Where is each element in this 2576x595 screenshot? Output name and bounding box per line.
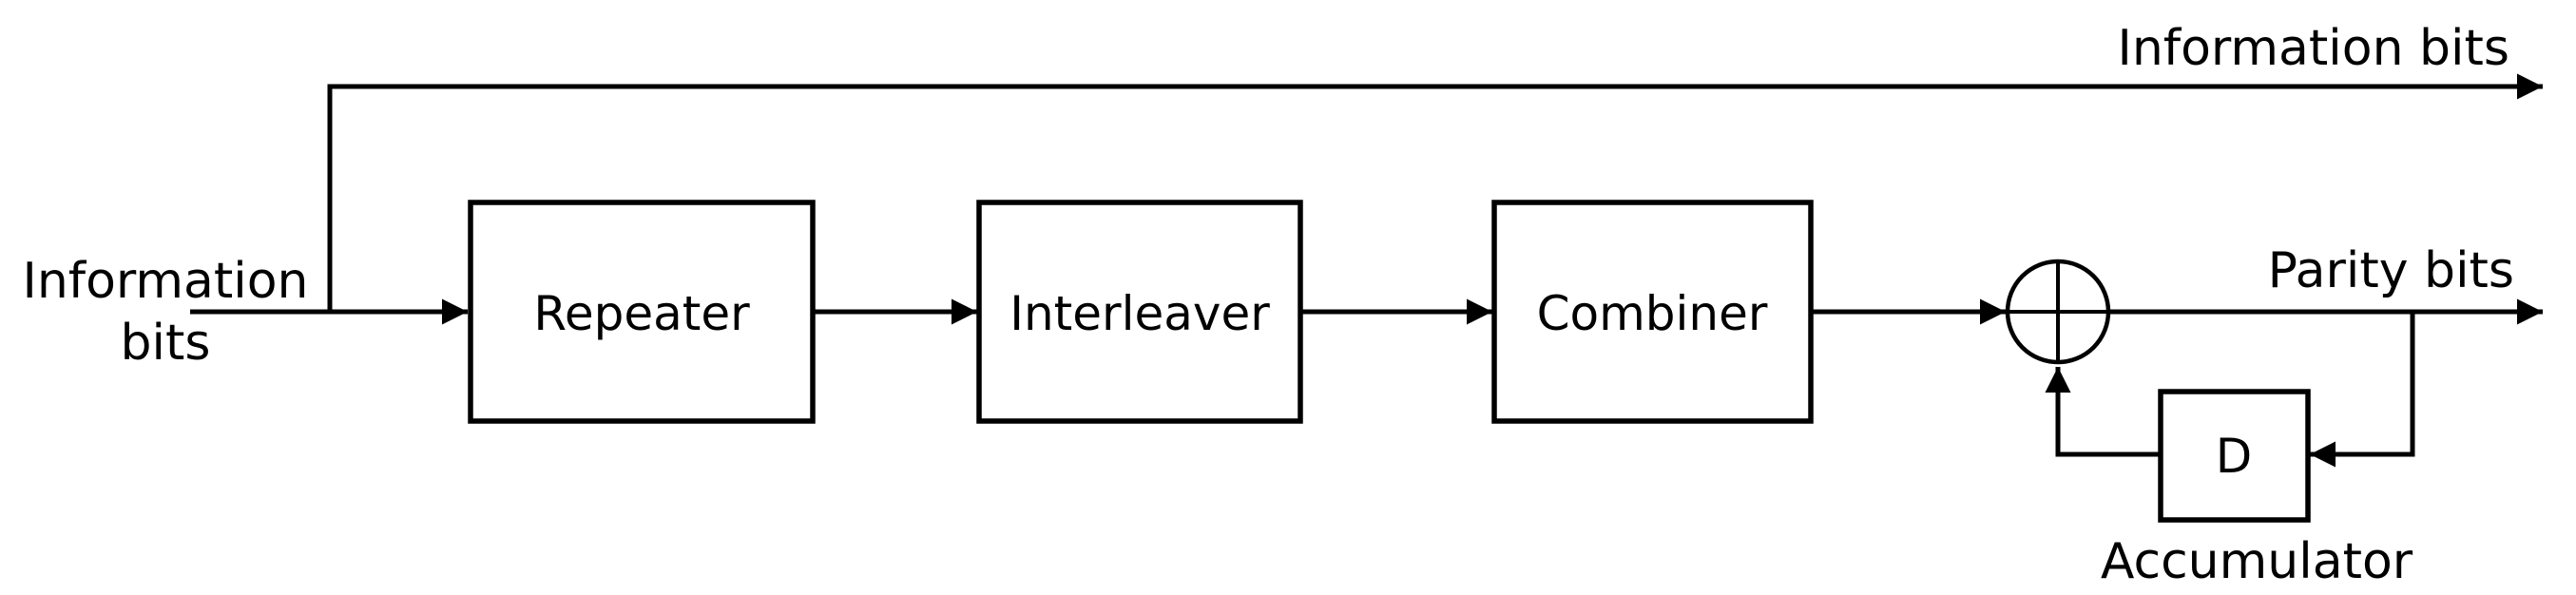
accumulator-caption: Accumulator — [2101, 533, 2413, 590]
repeater-box — [468, 200, 816, 424]
delay-box — [2158, 389, 2311, 523]
parity-to-delay-arrow — [2310, 312, 2415, 468]
interleaver-box — [976, 200, 1303, 424]
systematic-output-label: Information bits — [2118, 20, 2509, 77]
combiner-label: Combiner — [1537, 286, 1768, 341]
block-interleaver: Interleaver — [976, 200, 1303, 424]
delay-feedback-arrow — [2045, 367, 2159, 457]
block-combiner: Combiner — [1491, 200, 1814, 424]
repeater-label: Repeater — [533, 286, 750, 341]
interleaver-label: Interleaver — [1009, 286, 1270, 341]
combiner-box — [1491, 200, 1814, 424]
systematic-branch-arrow — [327, 73, 2543, 312]
parity-output-label: Parity bits — [2268, 242, 2514, 299]
block-repeater: Repeater — [468, 200, 816, 424]
input-label-line1: Information — [22, 253, 308, 310]
input-label-line2: bits — [121, 315, 211, 372]
delay-label: D — [2216, 429, 2253, 484]
adder-node — [2005, 259, 2111, 365]
block-delay: D — [2158, 389, 2311, 523]
